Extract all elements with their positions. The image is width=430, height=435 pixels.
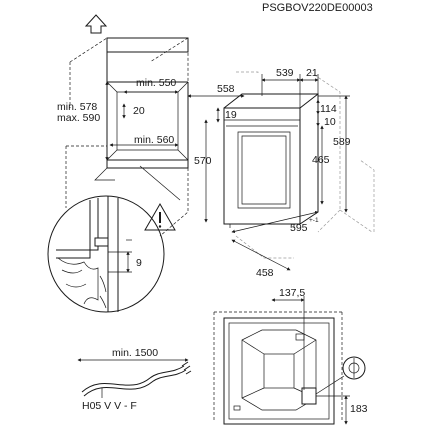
- cable-type: H05 V V - F: [82, 400, 137, 412]
- dim-539: 539: [276, 67, 294, 79]
- oven-drawing: 558 539 21 19 114 10 589 570 465 595 +-1: [187, 67, 375, 279]
- dim-183: 183: [350, 403, 368, 415]
- cable-icon: [81, 361, 192, 397]
- dim-458: 458: [256, 267, 274, 279]
- dim-9: 9: [136, 257, 142, 269]
- warning-icon: [144, 202, 176, 231]
- dim-max-590: max. 590: [57, 112, 100, 124]
- dim-min-560: min. 560: [134, 134, 174, 146]
- dim-570: 570: [194, 155, 212, 167]
- dim-min-550: min. 550: [136, 77, 176, 89]
- dim-114: 114: [320, 103, 337, 115]
- dim-558: 558: [217, 83, 235, 95]
- cabinet-niche: min. 550 20 min. 560 min. 578 max. 590: [57, 14, 189, 237]
- dim-10: 10: [324, 116, 336, 128]
- dim-min-578: min. 578: [57, 101, 97, 113]
- cable-min-1500: min. 1500: [112, 347, 158, 359]
- cable-drawing: min. 1500 H05 V V - F: [77, 347, 192, 412]
- detail-circle: 9: [47, 165, 181, 313]
- dim-137-5: 137,5: [279, 287, 305, 299]
- dim-19: 19: [225, 109, 237, 121]
- dim-20: 20: [133, 105, 145, 117]
- dim-589: 589: [333, 136, 351, 148]
- dim-595-tolerance: +-1: [309, 217, 319, 224]
- oven-back-view: 137,5 183: [213, 287, 368, 425]
- dim-595: 595: [290, 222, 308, 234]
- socket-icon: [342, 356, 366, 380]
- dim-465: 465: [312, 154, 330, 166]
- document-code: PSGBOV220DE00003: [262, 2, 373, 14]
- up-arrow-icon: [84, 14, 108, 34]
- dim-21: 21: [306, 67, 318, 79]
